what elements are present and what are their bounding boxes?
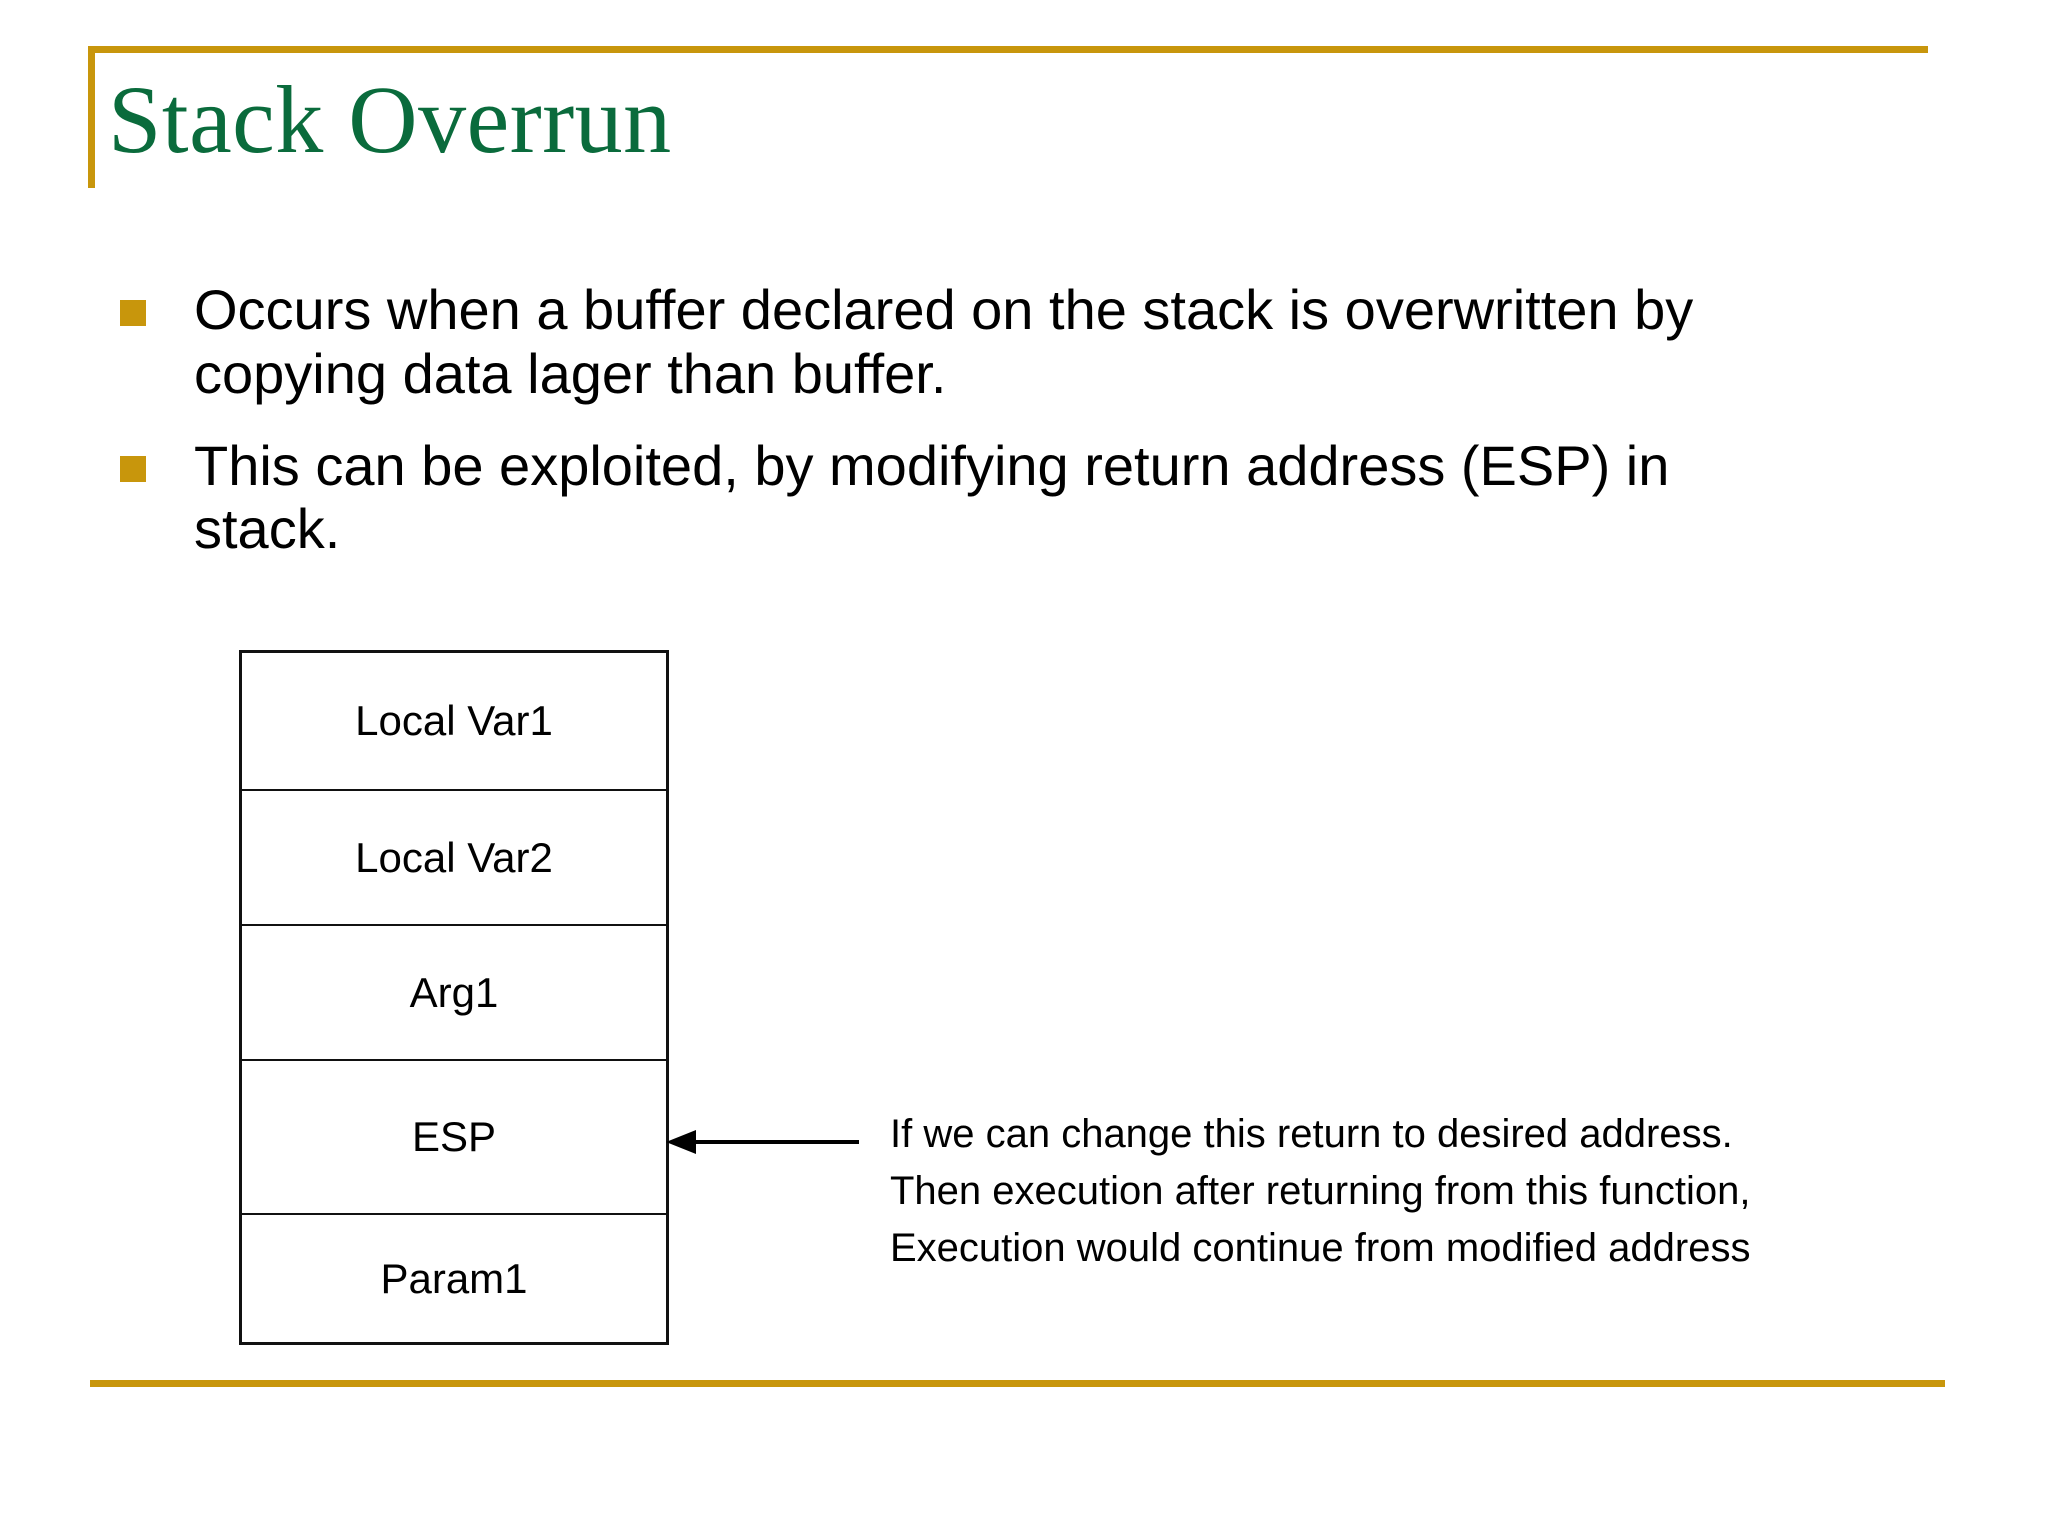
table-row-esp: ESP [242,1061,666,1215]
table-row-local-var1: Local Var1 [242,653,666,791]
list-item: Occurs when a buffer declared on the sta… [120,278,1860,406]
callout-line-3: Execution would continue from modified a… [890,1226,1751,1271]
table-row-local-var2: Local Var2 [242,791,666,926]
square-bullet-icon [120,455,146,482]
bottom-gold-rule [90,1380,1945,1387]
stack-frame-table: Local Var1 Local Var2 Arg1 ESP Param1 [239,650,669,1345]
table-row-arg1: Arg1 [242,926,666,1061]
top-gold-rule [88,46,1928,53]
list-item-label: This can be exploited, by modifying retu… [194,433,1670,561]
list-item: This can be exploited, by modifying retu… [120,434,1860,562]
bullet-list: Occurs when a buffer declared on the sta… [120,278,1860,589]
callout-line-1: If we can change this return to desired … [890,1112,1733,1156]
callout-text: If we can change this return to desired … [890,1112,1751,1285]
list-item-label: Occurs when a buffer declared on the sta… [194,278,1694,405]
callout-line-2: Then execution after returning from this… [890,1169,1751,1214]
page-title: Stack Overrun [108,66,672,173]
callout-arrow [664,1122,864,1166]
left-gold-rule [88,46,95,188]
table-row-param1: Param1 [380,1254,528,1302]
square-bullet-icon [120,300,146,326]
left-arrow-icon [666,1130,859,1154]
